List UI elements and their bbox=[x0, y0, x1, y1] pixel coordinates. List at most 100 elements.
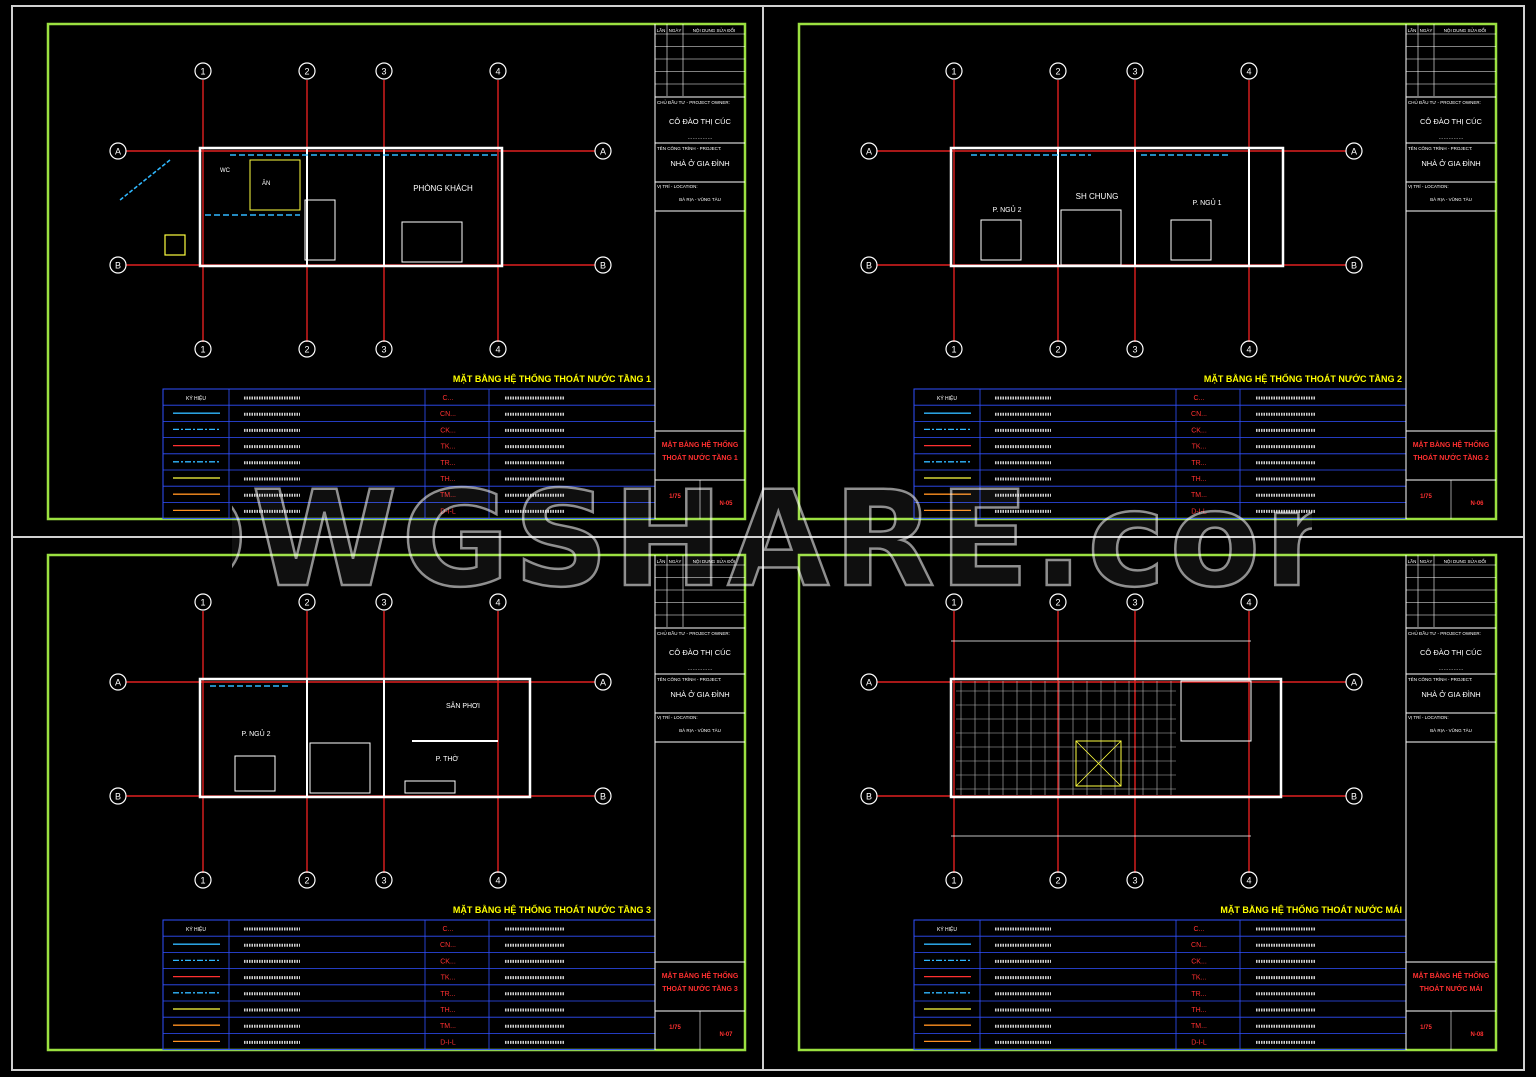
axis-label-A: A bbox=[600, 678, 606, 688]
axis-label-4: 4 bbox=[1246, 598, 1251, 608]
legend-code: TK... bbox=[1192, 975, 1207, 982]
legend-code: TH... bbox=[440, 1007, 455, 1014]
axis-label-B: B bbox=[600, 792, 606, 802]
revision-header: NGÀY bbox=[1420, 27, 1433, 33]
revision-header: LẦN bbox=[1408, 558, 1417, 564]
axis-label-2: 2 bbox=[1055, 876, 1060, 886]
owner-dots: …………… bbox=[1439, 135, 1464, 141]
axis-label-1: 1 bbox=[951, 67, 956, 77]
axis-label-3: 3 bbox=[381, 345, 386, 355]
axis-label-B: B bbox=[866, 792, 872, 802]
sheet-title: MẶT BẰNG HỆ THỐNG THOÁT NƯỚC TẦNG 3 bbox=[453, 904, 651, 915]
axis-label-3: 3 bbox=[1132, 345, 1137, 355]
axis-label-A: A bbox=[1351, 147, 1357, 157]
legend-code: TR... bbox=[1191, 460, 1206, 467]
legend-code: TH... bbox=[1191, 476, 1206, 483]
legend-code: C... bbox=[1194, 395, 1205, 402]
revision-header: NỘI DUNG SỬA ĐỔI bbox=[693, 27, 736, 33]
revision-header: NGÀY bbox=[1420, 558, 1433, 564]
axis-label-1: 1 bbox=[951, 345, 956, 355]
location-label: VỊ TRÍ - LOCATION: bbox=[657, 714, 698, 720]
room-label: P. NGỦ 1 bbox=[1192, 198, 1221, 207]
owner-dots: …………… bbox=[688, 135, 713, 141]
axis-label-4: 4 bbox=[495, 345, 500, 355]
axis-label-2: 2 bbox=[304, 876, 309, 886]
legend-code: CK... bbox=[440, 958, 456, 965]
revision-header: NGÀY bbox=[669, 27, 682, 33]
legend-code: D-I-L bbox=[1191, 508, 1207, 515]
legend-code: CK... bbox=[1191, 427, 1207, 434]
legend-code: D-I-L bbox=[440, 1039, 456, 1046]
owner-name: CÔ ĐÀO THỊ CÚC bbox=[1420, 648, 1483, 657]
legend-code: TM... bbox=[1191, 492, 1207, 499]
sheet-title: MẶT BẰNG HỆ THỐNG THOÁT NƯỚC TẦNG 1 bbox=[453, 373, 651, 384]
axis-label-2: 2 bbox=[1055, 345, 1060, 355]
axis-label-3: 3 bbox=[1132, 598, 1137, 608]
axis-label-A: A bbox=[866, 678, 872, 688]
legend-code: TM... bbox=[440, 492, 456, 499]
revision-header: NỘI DUNG SỬA ĐỔI bbox=[1444, 558, 1487, 564]
axis-label-B: B bbox=[115, 261, 121, 271]
axis-label-2: 2 bbox=[304, 598, 309, 608]
owner-name: CÔ ĐÀO THỊ CÚC bbox=[669, 648, 732, 657]
drawing-scale: 1/75 bbox=[669, 494, 681, 500]
sheet-title: MẶT BẰNG HỆ THỐNG THOÁT NƯỚC MÁI bbox=[1220, 904, 1402, 915]
revision-header: NGÀY bbox=[669, 558, 682, 564]
legend-header: KÝ HIỆU bbox=[937, 394, 957, 402]
axis-label-3: 3 bbox=[381, 67, 386, 77]
axis-label-B: B bbox=[600, 261, 606, 271]
axis-label-1: 1 bbox=[951, 598, 956, 608]
owner-label: CHỦ ĐẦU TƯ - PROJECT OWNER: bbox=[1408, 99, 1481, 105]
project-name: NHÀ Ở GIA ĐÌNH bbox=[670, 159, 729, 168]
room-label: P. THỜ bbox=[436, 754, 459, 763]
axis-label-1: 1 bbox=[200, 598, 205, 608]
axis-label-A: A bbox=[866, 147, 872, 157]
legend-code: TH... bbox=[440, 476, 455, 483]
owner-name: CÔ ĐÀO THỊ CÚC bbox=[669, 117, 732, 126]
drawing-title-line-2: THOÁT NƯỚC MÁI bbox=[1420, 984, 1483, 993]
room-label: SÂN PHƠI bbox=[446, 701, 480, 710]
location-name: BÀ RỊA - VŨNG TÀU bbox=[679, 196, 721, 202]
location-label: VỊ TRÍ - LOCATION: bbox=[1408, 183, 1449, 189]
project-label: TÊN CÔNG TRÌNH - PROJECT: bbox=[1408, 675, 1472, 682]
legend-code: D-I-L bbox=[1191, 1039, 1207, 1046]
legend-code: TM... bbox=[1191, 1023, 1207, 1030]
axis-label-3: 3 bbox=[381, 876, 386, 886]
location-label: VỊ TRÍ - LOCATION: bbox=[657, 183, 698, 189]
legend-header: KÝ HIỆU bbox=[186, 394, 206, 402]
project-label: TÊN CÔNG TRÌNH - PROJECT: bbox=[657, 144, 721, 151]
project-name: NHÀ Ở GIA ĐÌNH bbox=[670, 690, 729, 699]
axis-label-4: 4 bbox=[1246, 876, 1251, 886]
room-label: WC bbox=[220, 168, 231, 174]
revision-header: LẦN bbox=[1408, 27, 1417, 33]
legend-code: TK... bbox=[1192, 444, 1207, 451]
sheet-number: N-08 bbox=[1470, 1032, 1484, 1038]
room-label: PHÒNG KHÁCH bbox=[413, 184, 473, 193]
axis-label-2: 2 bbox=[1055, 598, 1060, 608]
legend-header: KÝ HIỆU bbox=[937, 925, 957, 933]
drawing-scale: 1/75 bbox=[1420, 494, 1432, 500]
location-name: BÀ RỊA - VŨNG TÀU bbox=[679, 727, 721, 733]
axis-label-1: 1 bbox=[200, 67, 205, 77]
axis-label-1: 1 bbox=[200, 876, 205, 886]
revision-header: LẦN bbox=[657, 27, 666, 33]
legend-code: C... bbox=[443, 395, 454, 402]
drawing-scale: 1/75 bbox=[669, 1025, 681, 1031]
legend-code: TK... bbox=[441, 975, 456, 982]
axis-label-4: 4 bbox=[495, 876, 500, 886]
axis-label-4: 4 bbox=[1246, 67, 1251, 77]
legend-code: CK... bbox=[440, 427, 456, 434]
axis-label-A: A bbox=[115, 678, 121, 688]
legend-code: CK... bbox=[1191, 958, 1207, 965]
legend-code: D-I-L bbox=[440, 508, 456, 515]
axis-label-1: 1 bbox=[200, 345, 205, 355]
legend-code: TR... bbox=[1191, 991, 1206, 998]
owner-dots: …………… bbox=[1439, 666, 1464, 672]
legend-code: CN... bbox=[440, 942, 456, 949]
sheet-title: MẶT BẰNG HỆ THỐNG THOÁT NƯỚC TẦNG 2 bbox=[1204, 373, 1402, 384]
revision-header: NỘI DUNG SỬA ĐỔI bbox=[1444, 27, 1487, 33]
axis-label-B: B bbox=[866, 261, 872, 271]
axis-label-3: 3 bbox=[1132, 67, 1137, 77]
sheet-number: N-05 bbox=[719, 501, 733, 507]
